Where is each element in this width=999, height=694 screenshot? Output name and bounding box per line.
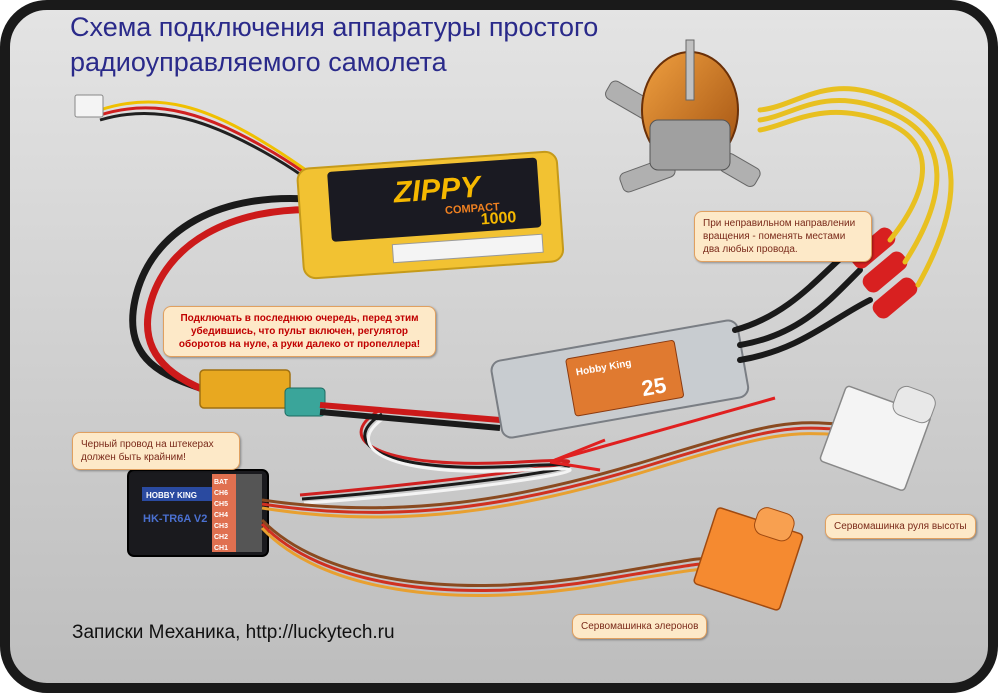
title-line-1: Схема подключения аппаратуры простого bbox=[70, 12, 599, 42]
receiver-channel-label: CH5 bbox=[214, 501, 228, 508]
aileron-servo-note: Сервомашинка элеронов bbox=[572, 614, 708, 639]
battery-brand-text: ZIPPY bbox=[392, 170, 485, 209]
battery-capacity-text: 1000 bbox=[480, 209, 517, 228]
aileron-servo bbox=[693, 507, 804, 611]
receiver-channel-label: CH3 bbox=[214, 523, 228, 530]
receiver-channel-label: CH1 bbox=[214, 545, 228, 552]
elevator-servo-note: Сервомашинка руля высоты bbox=[825, 514, 976, 539]
motor-direction-text: При неправильном направлении вращения - … bbox=[703, 218, 856, 255]
receiver-channel-label: CH6 bbox=[214, 490, 228, 497]
title-line-2: радиоуправляемого самолета bbox=[70, 47, 447, 77]
footer-credit: Записки Механика, http://luckytech.ru bbox=[72, 622, 395, 643]
esc-power-lead bbox=[319, 402, 501, 431]
radio-receiver: HOBBY KING HK-TR6A V2 BAT CH6CH5CH4CH3CH2… bbox=[127, 469, 269, 557]
receiver-model-text: HK-TR6A V2 bbox=[143, 513, 207, 525]
receiver-channel-label: CH4 bbox=[214, 512, 228, 519]
esc-rating-text: 25 bbox=[640, 372, 668, 401]
connect-last-note: Подключать в последнюю очередь, перед эт… bbox=[163, 306, 436, 357]
elevator-servo bbox=[819, 385, 936, 491]
warning-arrow bbox=[549, 396, 776, 472]
aileron-servo-text: Сервомашинка элеронов bbox=[581, 621, 699, 632]
connector-plug bbox=[74, 94, 104, 118]
battery-series-text: COMPACT bbox=[445, 201, 501, 217]
receiver-brand-text: HOBBY KING bbox=[146, 491, 197, 500]
battery-pack: ZIPPY COMPACT 1000 bbox=[296, 150, 565, 280]
connect-last-text: Подключать в последнюю очередь, перед эт… bbox=[178, 313, 421, 350]
speed-controller: Hobby King 25 bbox=[490, 319, 750, 439]
diagram-title: Схема подключения аппаратуры простого ра… bbox=[70, 10, 598, 80]
elevator-servo-text: Сервомашинка руля высоты bbox=[834, 521, 967, 532]
brushless-motor bbox=[605, 39, 761, 193]
black-wire-note: Черный провод на штекерах должен быть кр… bbox=[72, 432, 240, 470]
motor-direction-note: При неправильном направлении вращения - … bbox=[694, 211, 872, 262]
xt60-connector bbox=[199, 369, 326, 417]
black-wire-text: Черный провод на штекерах должен быть кр… bbox=[81, 439, 214, 463]
receiver-channel-label: CH2 bbox=[214, 534, 228, 541]
esc-signal-lead bbox=[299, 408, 572, 505]
receiver-channel-label: BAT bbox=[214, 479, 229, 486]
motor-wires-yellow bbox=[757, 86, 954, 288]
battery-main-lead bbox=[129, 195, 329, 402]
